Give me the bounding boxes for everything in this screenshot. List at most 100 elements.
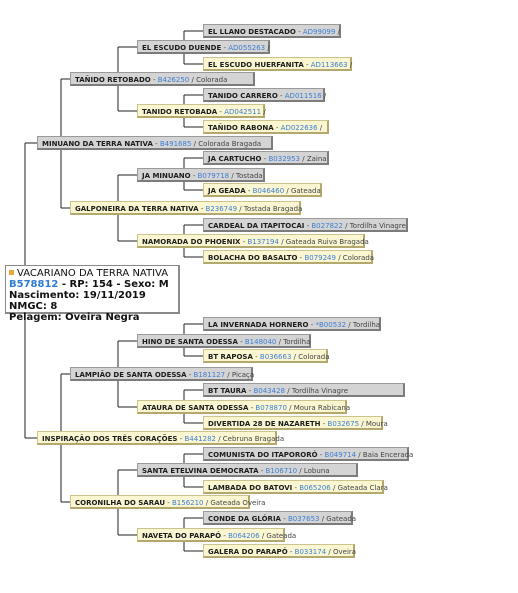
- coat-color: Colorada: [342, 254, 375, 262]
- registration-link[interactable]: B027822: [311, 222, 343, 230]
- pedigree-node-dam-d-s-d[interactable]: LAMBADA DO BATOVI - B065206 / Gateada Cl…: [203, 480, 388, 494]
- pedigree-node-dam-d-d[interactable]: NAVETA DO PARAPÓ - B064206 / Gateada: [137, 528, 296, 542]
- registration-link[interactable]: B043428: [253, 387, 285, 395]
- pedigree-node-sire[interactable]: MINUANO DA TERRA NATIVA - B491685 / Colo…: [37, 136, 273, 150]
- horse-name: LAMBADA DO BATOVI: [208, 484, 293, 492]
- registration-link[interactable]: B032675: [327, 420, 360, 428]
- registration-link[interactable]: B046460: [252, 187, 285, 195]
- pedigree-node-dam-d-d-d[interactable]: GALERA DO PARAPÓ - B033174 / Oveira: [203, 544, 357, 558]
- pedigree-node-sire-s[interactable]: TAÑIDO RETOBADO - B426250 / Colorada: [70, 72, 255, 86]
- pedigree-node-sire-s-s[interactable]: EL ESCUDO DUENDE - AD055263 /: [137, 40, 270, 54]
- coat-color: Gateada: [326, 515, 357, 523]
- registration-link[interactable]: B064206: [228, 532, 260, 540]
- registration-link[interactable]: B078870: [255, 404, 287, 412]
- registration-link[interactable]: AD042511: [224, 108, 262, 116]
- subject-coat: Pelagem: Oveira Negra: [9, 312, 140, 323]
- registration-link[interactable]: B106710: [265, 467, 298, 475]
- subject-card[interactable]: VACARIANO DA TERRA NATIVA B578812 - RP: …: [5, 265, 180, 323]
- pedigree-node-sire-s-d[interactable]: TANIDO RETOBADA - AD042511 /: [137, 104, 266, 118]
- pedigree-node-dam-s-s-d[interactable]: BT RAPOSA - B036663 / Colorada: [203, 349, 330, 363]
- separator: /: [276, 338, 284, 346]
- coat-color: Tordilha Vinagre: [291, 387, 349, 395]
- registration-link[interactable]: B156210: [171, 499, 204, 507]
- registration-link[interactable]: B036663: [259, 353, 292, 361]
- separator: -: [221, 532, 229, 540]
- registration-link[interactable]: B236749: [205, 205, 238, 213]
- coat-color: Tostada Bragada: [243, 205, 303, 213]
- horse-name: CORONILHA DO SARAU: [75, 499, 165, 507]
- coat-color: Oveira: [332, 548, 357, 556]
- separator: -: [320, 420, 328, 428]
- separator: /: [189, 76, 197, 84]
- horse-name: ATAURA DE SANTA ODESSA: [142, 404, 249, 412]
- horse-name: LA INVERNADA HORNERO: [208, 321, 309, 329]
- registration-link[interactable]: B079718: [197, 172, 230, 180]
- registration-link[interactable]: *B00532: [315, 321, 347, 329]
- registration-link[interactable]: B148040: [244, 338, 277, 346]
- pedigree-node-dam-s-s-s[interactable]: LA INVERNADA HORNERO - *B00532 / Tordilh…: [203, 317, 381, 331]
- coat-color: Gateada: [290, 187, 321, 195]
- registration-link[interactable]: AD055263: [228, 44, 266, 52]
- separator: /: [346, 321, 353, 329]
- pedigree-node-sire-s-d-d[interactable]: TAÑIDO RABONA - AD022636 /: [203, 120, 329, 134]
- coat-color: Moura: [365, 420, 388, 428]
- pedigree-node-dam-s-d-s[interactable]: BT TAURA - B043428 / Tordilha Vinagre: [203, 383, 405, 397]
- horse-name: SANTA ETELVINA DEMOCRATA: [142, 467, 259, 475]
- registration-link[interactable]: AD113663: [310, 61, 348, 69]
- registration-link[interactable]: AD99099: [302, 28, 336, 36]
- registration-link[interactable]: B032953: [268, 155, 301, 163]
- registration-link[interactable]: B181127: [193, 371, 226, 379]
- registration-link[interactable]: B049714: [324, 451, 357, 459]
- coat-color: Baia Encerada: [362, 451, 414, 459]
- registration-link[interactable]: AD022636: [280, 124, 318, 132]
- pedigree-node-sire-s-d-s[interactable]: TANIDO CARRERO - AD011516 /: [203, 88, 327, 102]
- registration-link[interactable]: B426250: [157, 76, 190, 84]
- separator: /: [356, 451, 363, 459]
- pedigree-node-dam-d-s-s[interactable]: COMUNISTA DO ITAPORORÓ - B049714 / Baia …: [203, 447, 413, 461]
- pedigree-node-sire-d[interactable]: GALPONEIRA DA TERRA NATIVA - B236749 / T…: [70, 201, 303, 215]
- horse-name: BOLACHA DO BASALTO: [208, 254, 298, 262]
- subject-marker-icon: [9, 270, 14, 275]
- separator: /: [321, 92, 327, 100]
- registration-link[interactable]: B079249: [304, 254, 336, 262]
- pedigree-node-dam-s-d-d[interactable]: DIVERTIDA 28 DE NAZARETH - B032675 / Mou…: [203, 416, 388, 430]
- separator: /: [286, 404, 294, 412]
- registration-link[interactable]: B033174: [294, 548, 327, 556]
- registration-link[interactable]: B065206: [299, 484, 331, 492]
- separator: /: [291, 353, 299, 361]
- separator: /: [326, 548, 333, 556]
- horse-name: EL ESCUDO DUENDE: [142, 44, 222, 52]
- separator: -: [292, 484, 300, 492]
- separator: /: [317, 124, 323, 132]
- pedigree-node-dam-d[interactable]: CORONILHA DO SARAU - B156210 / Gateada O…: [70, 495, 265, 509]
- pedigree-node-sire-d-d-d[interactable]: BOLACHA DO BASALTO - B079249 / Colorada: [203, 250, 375, 264]
- registration-link[interactable]: B441282: [184, 435, 216, 443]
- subject-rp-sex: - RP: 154 - Sexo: M: [58, 279, 169, 290]
- pedigree-node-dam-s-s[interactable]: HINO DE SANTA ODESSA - B148040 / Tordilh…: [137, 334, 311, 348]
- pedigree-node-sire-d-s-s[interactable]: JA CARTUCHO - B032953 / Zaina: [203, 151, 329, 165]
- pedigree-node-dam[interactable]: INSPIRAÇÃO DOS TRÊS CORAÇÕES - B441282 /…: [37, 431, 284, 445]
- registration-link[interactable]: B491685: [159, 140, 192, 148]
- pedigree-node-sire-s-s-d[interactable]: EL ESCUDO HUERFANITA - AD113663 /: [203, 57, 352, 71]
- pedigree-node-dam-s[interactable]: LAMPIÃO DE SANTA ODESSA - B181127 / Pica…: [70, 367, 254, 381]
- pedigree-node-sire-d-d-s[interactable]: CARDEAL DA ITAPITOCAI - B027822 / Tordil…: [203, 218, 408, 232]
- subject-registration[interactable]: B578812: [9, 279, 59, 290]
- coat-color: Tordilha: [283, 338, 311, 346]
- pedigree-node-sire-d-s[interactable]: JA MINUANO - B079718 / Tostada: [137, 168, 265, 182]
- pedigree-node-dam-d-s[interactable]: SANTA ETELVINA DEMOCRATA - B106710 / Lob…: [137, 463, 358, 477]
- pedigree-node-sire-s-s-s[interactable]: EL LLANO DESTACADO - AD99099 /: [203, 24, 341, 38]
- separator: /: [285, 387, 292, 395]
- coat-color: Cebruna Bragada: [222, 435, 285, 443]
- separator: -: [186, 371, 194, 379]
- separator: /: [335, 28, 340, 36]
- horse-name: HINO DE SANTA ODESSA: [142, 338, 238, 346]
- registration-link[interactable]: B037653: [287, 515, 320, 523]
- registration-link[interactable]: B137194: [247, 238, 279, 246]
- pedigree-node-dam-d-d-s[interactable]: CONDE DA GLÓRIA - B037653 / Gateada: [203, 511, 357, 525]
- pedigree-node-dam-s-d[interactable]: ATAURA DE SANTA ODESSA - B078870 / Moura…: [137, 400, 350, 414]
- coat-color: Colorada: [196, 76, 228, 84]
- pedigree-node-sire-d-d[interactable]: NAMORADA DO PHOENIX - B137194 / Gateada …: [137, 234, 369, 248]
- pedigree-node-sire-d-s-d[interactable]: JA GEADA - B046460 / Gateada: [203, 183, 322, 197]
- registration-link[interactable]: AD011516: [284, 92, 322, 100]
- horse-name: JA MINUANO: [142, 172, 191, 180]
